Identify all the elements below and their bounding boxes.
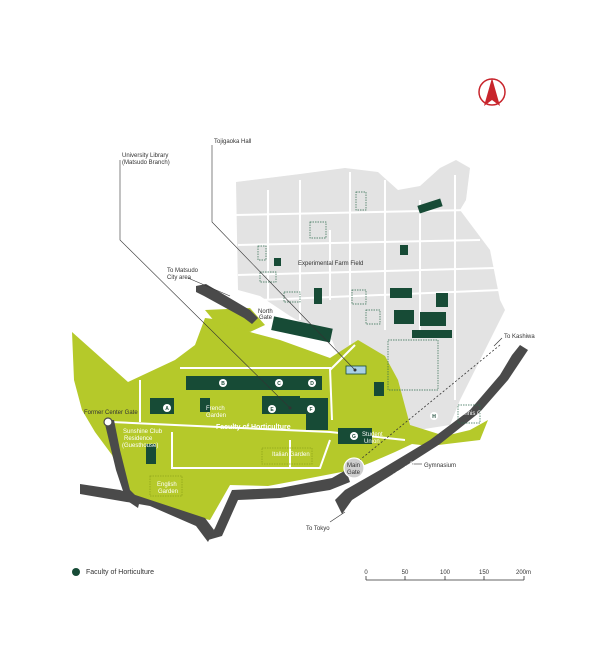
campus-paths (111, 344, 406, 469)
label-to-matsudo-1: To Matsudo (167, 268, 199, 274)
label-experimental-farm: Experimental Farm Field (298, 261, 363, 267)
label-north-gate-2: Gate (259, 315, 273, 321)
italian-garden-plot (261, 447, 313, 465)
former-center-gate-marker (103, 417, 113, 427)
scale-tick-200: 200 (516, 570, 527, 576)
farm-plots (257, 191, 481, 424)
label-english-garden-1: English (157, 482, 177, 488)
scale-bar: 0 50 100 150 200 m (364, 570, 531, 581)
scale-tick-50: 50 (402, 570, 409, 576)
scale-tick-0: 0 (364, 570, 368, 576)
building-markers: A B C D E F G H (163, 379, 438, 440)
campus-area (72, 318, 488, 520)
label-former-center-gate: Former Center Gate (84, 410, 138, 416)
building-marker-c: C (277, 381, 281, 387)
label-north-gate-1: North (258, 309, 273, 315)
label-french-garden-2: Garden (206, 413, 226, 419)
building-marker-f: F (309, 407, 312, 413)
label-tennis-court: Tennis Court (458, 411, 492, 417)
label-main-gate-1: Main (347, 463, 360, 469)
map-legend: Faculty of Horticulture (72, 568, 154, 576)
label-to-matsudo-2: City area (167, 275, 192, 281)
compass-north-icon (478, 78, 506, 106)
label-main-gate-2: Gate (347, 470, 361, 476)
label-gymnasium: Gymnasium (424, 463, 456, 469)
building-marker-g: G (352, 434, 356, 440)
roads (80, 284, 528, 542)
building-marker-h: H (432, 414, 436, 420)
english-garden-plot (149, 475, 183, 497)
label-to-tokyo: To Tokyo (306, 526, 330, 532)
label-sunshine-2: Residence (124, 436, 153, 442)
scale-tick-100: 100 (440, 570, 451, 576)
building-marker-d: D (310, 381, 314, 387)
label-french-garden-1: French (206, 406, 225, 412)
railway-line (349, 344, 501, 469)
farm-buildings (271, 198, 452, 396)
label-faculty-main: Faculty of Horticulture (216, 424, 291, 431)
leader-lines (119, 145, 503, 523)
campus-buildings (146, 376, 372, 464)
label-tojigaoka-hall: Tojigaoka Hall (214, 139, 251, 145)
label-library-2: (Matsudo Branch) (122, 160, 170, 166)
label-student-union-2: Union (364, 439, 380, 445)
scale-tick-150: 150 (479, 570, 490, 576)
legend-swatch-icon (72, 568, 80, 576)
building-marker-a: A (165, 406, 169, 412)
label-italian-garden: Italian Garden (272, 452, 310, 458)
label-student-union-1: Student (362, 432, 383, 438)
legend-label: Faculty of Horticulture (86, 568, 155, 576)
pointer-dot-tojigaoka (353, 368, 357, 372)
label-library-1: University Library (122, 153, 168, 159)
label-english-garden-2: Garden (158, 489, 178, 495)
label-to-kashiwa: To Kashiwa (504, 334, 535, 340)
pointer-dot-library (288, 406, 292, 410)
scale-unit: m (526, 570, 531, 576)
building-marker-e: E (270, 407, 274, 413)
label-sunshine-3: (Guesthouse) (122, 443, 158, 449)
label-sunshine-1: Sunshine Club (123, 429, 163, 435)
main-gate-marker (343, 457, 365, 479)
building-marker-b: B (221, 381, 225, 387)
